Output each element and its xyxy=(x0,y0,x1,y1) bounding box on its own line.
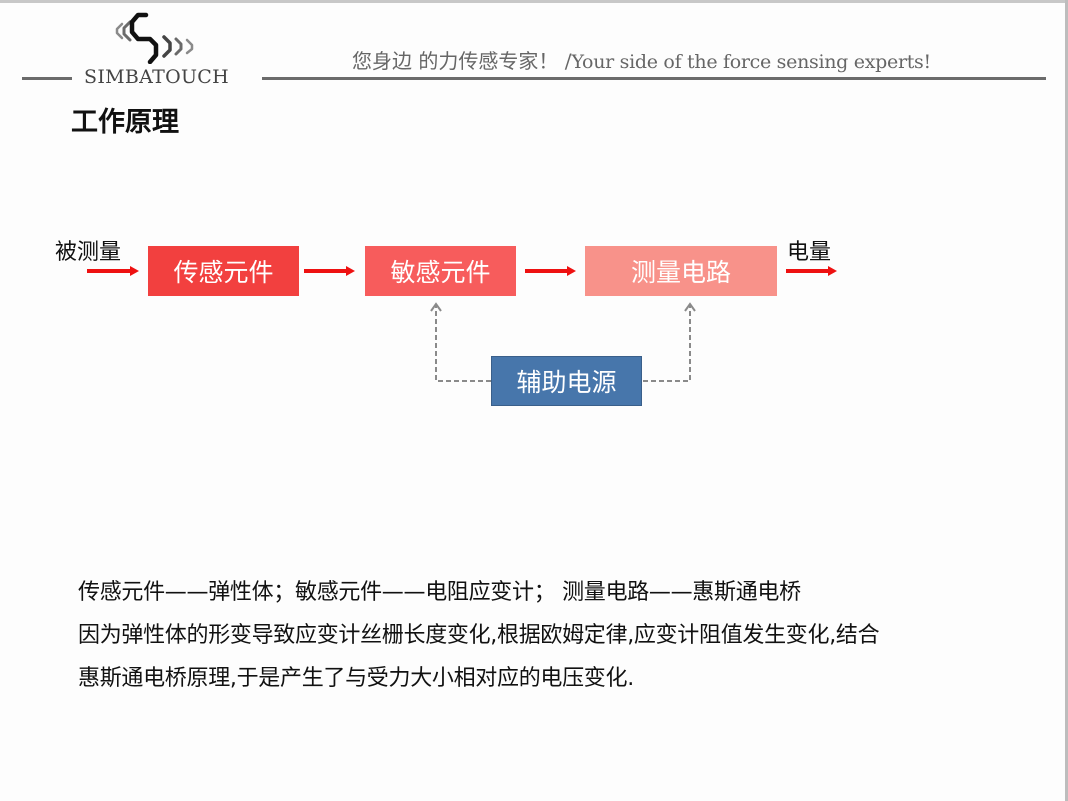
input-label: 被测量 xyxy=(55,240,122,265)
description-line: 传感元件——弹性体；敏感元件——电阻应变计； 测量电路——惠斯通电桥 xyxy=(78,580,801,605)
arrow-right-icon xyxy=(304,266,355,276)
description-line: 因为弹性体的形变导致应变计丝栅长度变化,根据欧姆定律,应变计阻值发生变化,结合 xyxy=(78,623,880,648)
arrow-right-icon xyxy=(525,266,576,276)
brand-name: SIMBATOUCH xyxy=(84,66,229,88)
slogan: 您身边 的力传感专家！ /Your side of the force sens… xyxy=(352,45,931,74)
slogan-en: Your side of the force sensing experts! xyxy=(571,51,931,73)
auxiliary-power-box: 辅助电源 xyxy=(491,356,642,406)
description-line: 惠斯通电桥原理,于是产生了与受力大小相对应的电压变化. xyxy=(78,666,634,691)
page-title: 工作原理 xyxy=(71,107,179,138)
header-divider-right xyxy=(262,77,1046,80)
measuring-circuit-box: 测量电路 xyxy=(585,246,777,296)
header-divider-left xyxy=(22,77,72,80)
arrow-right-icon xyxy=(87,266,139,276)
frame-top-border xyxy=(0,0,1068,3)
sensor-element-box: 传感元件 xyxy=(148,246,299,296)
slogan-separator: / xyxy=(564,49,572,73)
output-label: 电量 xyxy=(787,240,832,265)
sensitive-element-box: 敏感元件 xyxy=(365,246,516,296)
slogan-cn: 您身边 的力传感专家！ xyxy=(352,49,559,73)
simbatouch-logo-icon xyxy=(115,12,194,64)
dashed-arrow-up-icon xyxy=(430,302,491,382)
dashed-arrow-up-icon xyxy=(643,302,696,382)
arrow-right-icon xyxy=(786,266,837,276)
frame-right-border xyxy=(1065,0,1068,801)
